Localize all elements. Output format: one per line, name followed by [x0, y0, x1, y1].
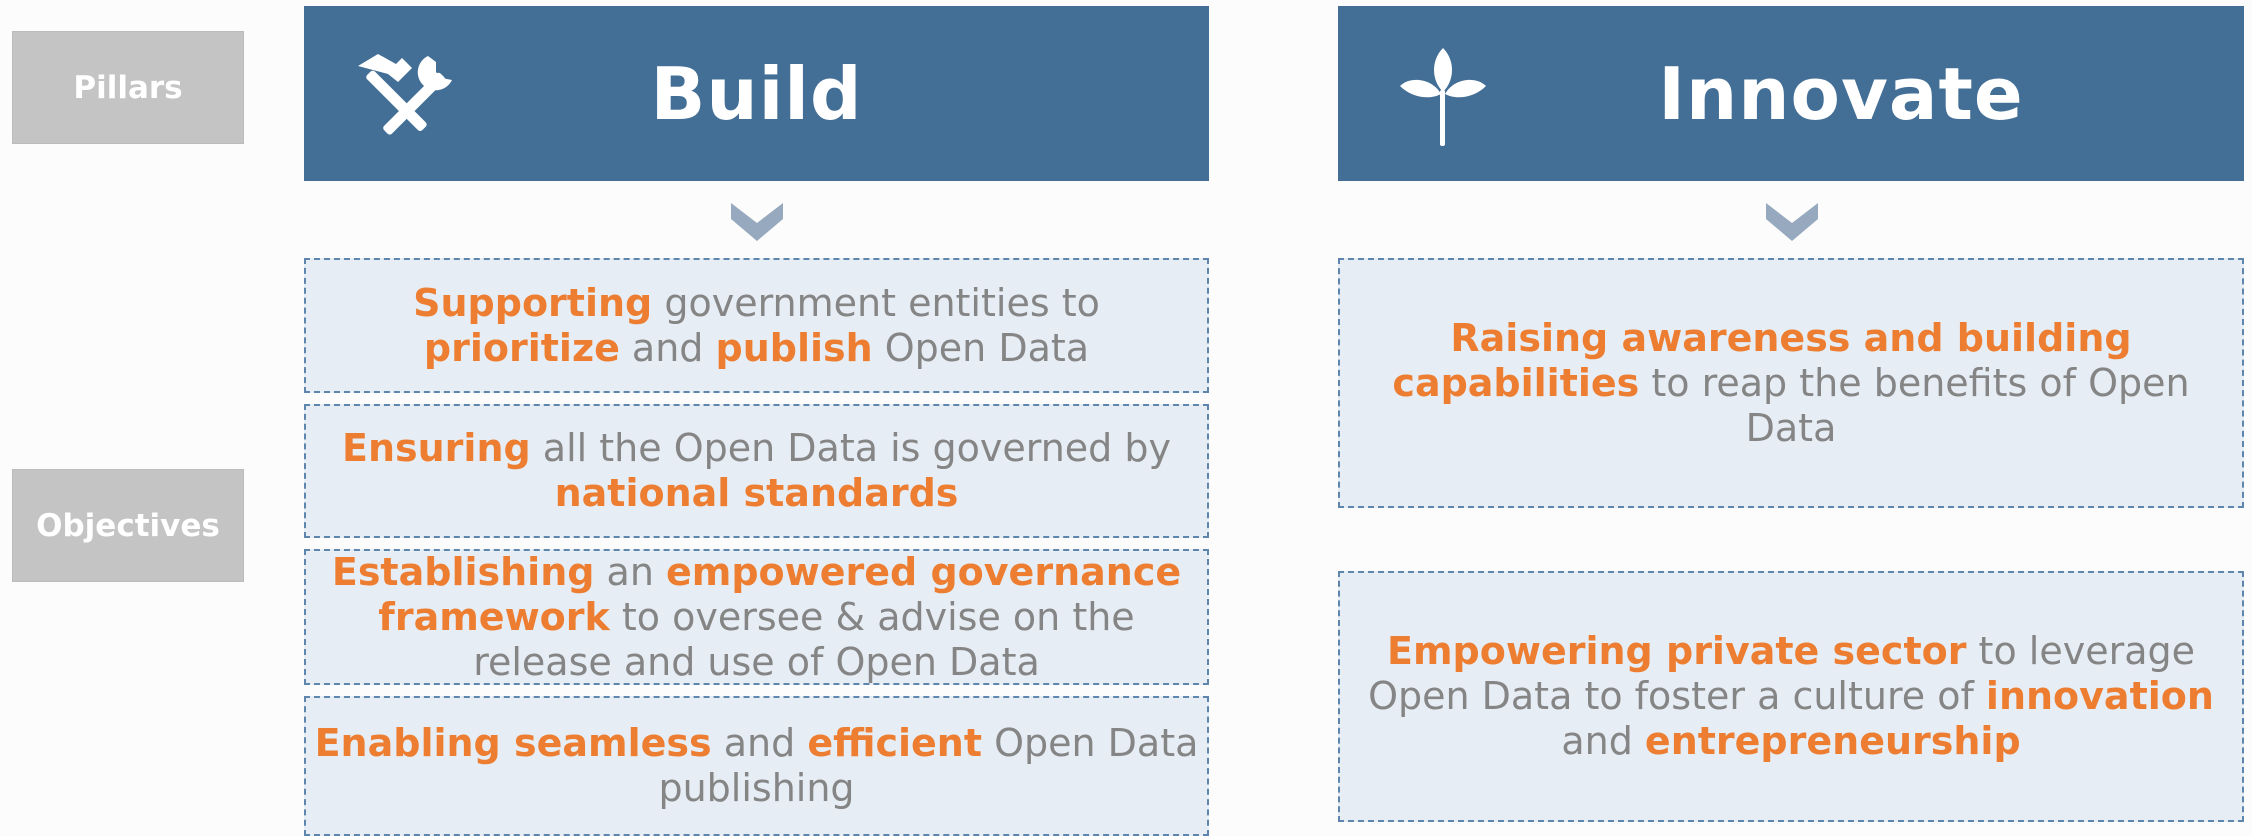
objective-text: Raising awareness and building capabilit…	[1346, 316, 2236, 451]
objective-segment: Open Data publishing	[658, 721, 1199, 810]
objective-text: Establishing an empowered governance fra…	[312, 549, 1201, 684]
objective-segment: to reap the benefits of Open Data	[1639, 360, 2190, 450]
objectives-tag: Objectives	[12, 469, 244, 582]
objective-highlight: Ensuring	[342, 426, 531, 470]
objective-segment: and	[619, 325, 716, 370]
objective-highlight: Supporting	[413, 280, 653, 325]
pillar-innovate-title: Innovate	[1658, 51, 2024, 136]
objective-highlight: innovation	[1985, 674, 2214, 718]
pillar-build: Build	[304, 6, 1209, 181]
chevron-down-icon	[1766, 203, 1818, 241]
chevron-down-icon	[731, 203, 783, 241]
objective-text: Empowering private sector to leverage Op…	[1346, 629, 2236, 764]
objective-highlight: publish	[715, 325, 873, 370]
objective-box: Establishing an empowered governance fra…	[304, 549, 1209, 685]
objective-segment: and	[1561, 719, 1645, 763]
objective-segment: all the Open Data is governed by	[530, 426, 1171, 470]
objective-box: Ensuring all the Open Data is governed b…	[304, 404, 1209, 538]
objective-segment: to oversee & advise on the release and u…	[473, 594, 1135, 684]
objective-highlight: efficient	[807, 721, 983, 765]
objective-segment: to leverage Open Data to foster a cultur…	[1368, 629, 2195, 718]
objective-highlight: national standards	[554, 471, 959, 515]
objective-highlight: entrepreneurship	[1644, 719, 2021, 763]
objective-text: Supporting government entities to priori…	[312, 281, 1201, 371]
pillars-label: Pillars	[73, 69, 183, 106]
objective-box: Supporting government entities to priori…	[304, 258, 1209, 393]
sprout-icon	[1398, 46, 1488, 146]
objective-box: Empowering private sector to leverage Op…	[1338, 571, 2244, 822]
objective-highlight: Empowering private sector	[1387, 629, 1967, 673]
objective-highlight: prioritize	[423, 325, 620, 370]
objective-segment: an	[594, 549, 666, 594]
objective-highlight: Establishing	[331, 549, 595, 594]
objective-segment: government entities to	[652, 280, 1100, 325]
objective-box: Enabling seamless and efficient Open Dat…	[304, 696, 1209, 836]
hammer-wrench-icon	[356, 52, 456, 144]
objective-segment: Open Data	[872, 325, 1090, 370]
pillar-innovate: Innovate	[1338, 6, 2244, 181]
pillars-tag: Pillars	[12, 31, 244, 144]
objective-highlight: empowered governance framework	[378, 549, 1182, 639]
objective-highlight: Enabling seamless	[314, 721, 712, 765]
pillar-build-title: Build	[650, 51, 863, 136]
objective-highlight: Raising awareness and building capabilit…	[1392, 315, 2132, 405]
objective-text: Ensuring all the Open Data is governed b…	[312, 426, 1201, 516]
objectives-label: Objectives	[36, 507, 220, 544]
objective-text: Enabling seamless and efficient Open Dat…	[312, 721, 1201, 811]
objective-segment: and	[711, 721, 808, 765]
objective-box: Raising awareness and building capabilit…	[1338, 258, 2244, 508]
